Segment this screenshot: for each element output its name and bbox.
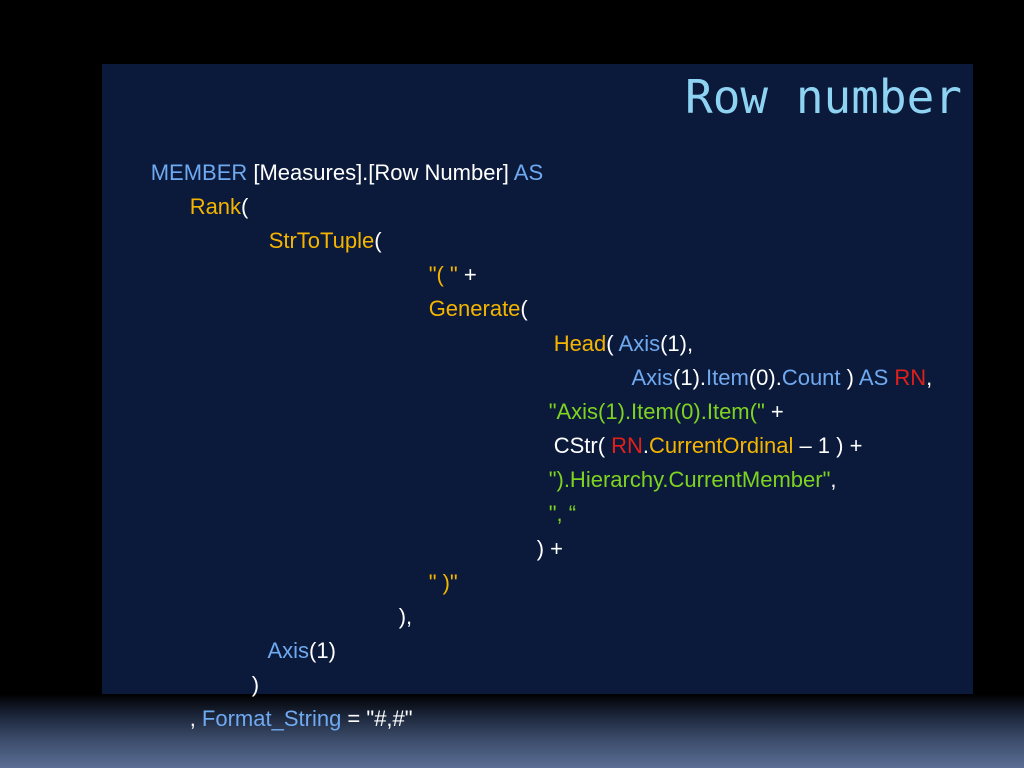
code-token-keyword: Format_String <box>201 706 342 731</box>
code-token-keyword: Axis <box>618 331 661 356</box>
code-line-close-generate: ) + <box>500 507 563 561</box>
code-line-axis-string: "Axis(1).Item(0).Item(" + <box>512 370 784 424</box>
code-token-plain: (1), <box>660 331 694 356</box>
code-token-string: ", “ <box>548 501 577 526</box>
code-token-plain: + <box>457 262 477 287</box>
code-line-close-rank: ) <box>215 643 259 697</box>
code-token-plain: ( <box>374 228 382 253</box>
code-token-variable: RN <box>611 433 643 458</box>
code-token-function: Generate <box>428 296 521 321</box>
slide-title: Row number <box>685 70 962 124</box>
code-line-close-strtotuple: ), <box>362 575 412 629</box>
code-token-keyword: AS <box>513 160 544 185</box>
code-token-string: " )" <box>428 570 458 595</box>
bottom-gradient-band <box>0 694 1024 768</box>
code-token-plain: ) + <box>536 536 563 561</box>
code-token-keyword: AS <box>858 365 889 390</box>
code-token-string: ").Hierarchy.CurrentMember" <box>548 467 831 492</box>
code-token-plain: (0). <box>748 365 782 390</box>
code-token-keyword: Axis <box>631 365 674 390</box>
code-token-function: CurrentOrdinal <box>649 433 794 458</box>
code-line-head: Head( Axis(1), <box>517 302 693 356</box>
code-line-member: MEMBER [Measures].[Row Number] AS <box>114 131 543 185</box>
code-token-string: "( " <box>428 262 458 287</box>
code-token-variable: RN <box>894 365 927 390</box>
code-line-strtotuple: StrToTuple( <box>232 199 382 253</box>
code-token-plain: = "#,#" <box>341 706 413 731</box>
code-line-hierarchy-string: ").Hierarchy.CurrentMember", <box>512 438 837 492</box>
code-token-plain: ( <box>606 331 619 356</box>
code-line-generate: Generate( <box>392 267 528 321</box>
code-line-rank: Rank( <box>153 165 249 219</box>
code-line-cstr: CStr( RN.CurrentOrdinal – 1 ) + <box>517 404 863 458</box>
code-token-plain: + <box>764 399 784 424</box>
code-token-keyword: Count <box>781 365 841 390</box>
code-token-string: "Axis(1).Item(0).Item(" <box>548 399 765 424</box>
code-token-plain: , <box>189 706 202 731</box>
code-token-plain: – 1 ) + <box>793 433 863 458</box>
code-token-plain: CStr( <box>553 433 612 458</box>
code-token-plain: ), <box>398 604 413 629</box>
code-token-keyword: MEMBER <box>150 160 248 185</box>
code-token-plain: , <box>830 467 837 492</box>
code-line-open-string: "( " + <box>392 233 477 287</box>
code-line-close-string: " )" <box>392 541 458 595</box>
code-line-axis-item-count: Axis(1).Item(0).Count ) AS RN, <box>596 336 932 390</box>
code-token-keyword: Item <box>706 365 749 390</box>
code-token-plain: ) <box>251 672 260 697</box>
code-token-keyword: Axis <box>267 638 310 663</box>
code-line-separator-string: ", “ <box>512 472 576 526</box>
code-token-function: StrToTuple <box>268 228 375 253</box>
code-token-function: Head <box>553 331 607 356</box>
code-line-axis-set: Axis(1) <box>232 609 335 663</box>
code-token-plain: ( <box>520 296 528 321</box>
code-token-plain: ( <box>241 194 249 219</box>
code-line-format-string: , Format_String = "#,#" <box>153 677 413 731</box>
code-token-plain: (1). <box>673 365 707 390</box>
code-token-plain: , <box>926 365 933 390</box>
code-token-plain: ) <box>840 365 859 390</box>
code-token-plain: . <box>642 433 650 458</box>
content-panel <box>102 64 973 714</box>
code-token-plain: [Measures].[Row Number] <box>247 160 514 185</box>
code-token-plain: (1) <box>309 638 336 663</box>
code-token-function: Rank <box>189 194 242 219</box>
